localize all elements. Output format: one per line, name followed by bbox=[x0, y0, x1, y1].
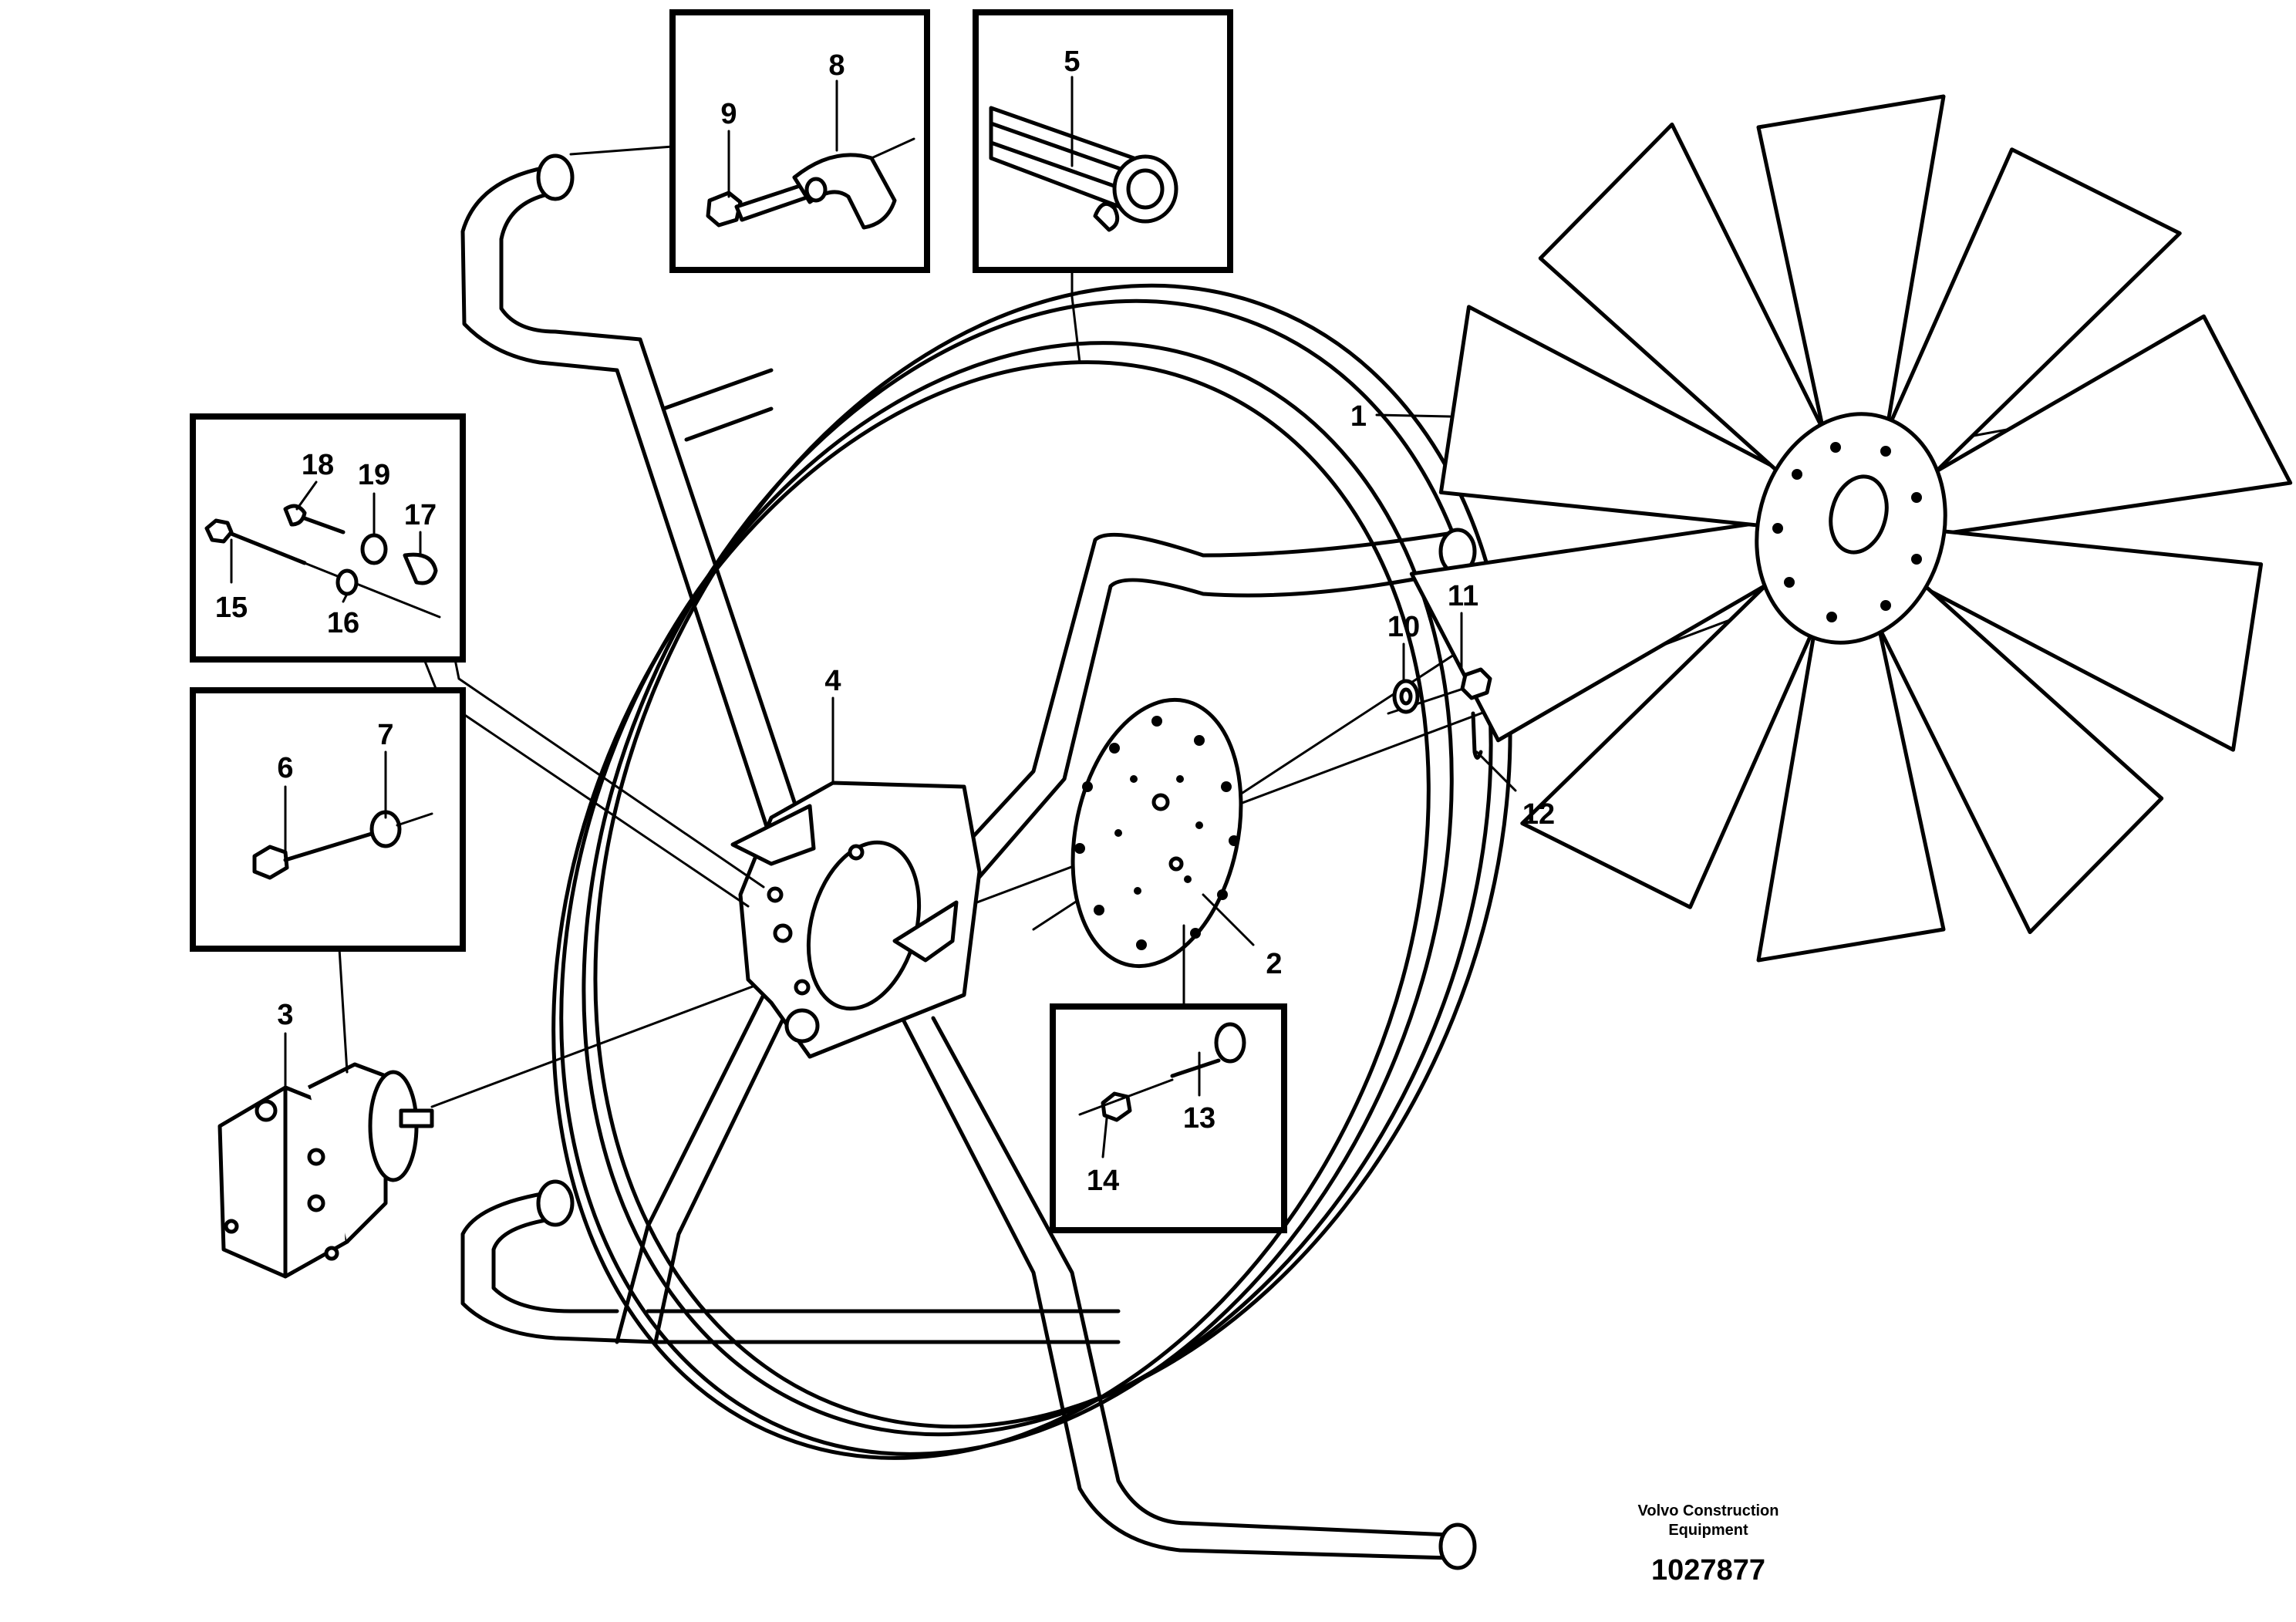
loose-fasteners bbox=[1392, 667, 1492, 760]
callout-2: 2 bbox=[1266, 948, 1282, 980]
inset-box-9-8 bbox=[569, 9, 930, 273]
fan-shroud-ring bbox=[551, 283, 1512, 1460]
callout-1: 1 bbox=[1350, 400, 1367, 433]
callout-4: 4 bbox=[824, 665, 841, 697]
callout-18: 18 bbox=[302, 449, 334, 481]
inset-box-5 bbox=[973, 9, 1233, 364]
company-name-line2: Equipment bbox=[1668, 1522, 1748, 1539]
callout-15: 15 bbox=[215, 592, 248, 624]
callout-14: 14 bbox=[1087, 1165, 1119, 1197]
callout-labels: 1 2 3 4 5 6 7 8 9 10 11 12 13 14 15 16 1… bbox=[215, 46, 1555, 1197]
inset-box-15-19 bbox=[190, 413, 765, 908]
callout-leader-lines bbox=[230, 76, 1517, 1158]
fan-blades bbox=[1411, 96, 2290, 960]
callout-5: 5 bbox=[1064, 46, 1080, 78]
callout-13: 13 bbox=[1183, 1102, 1215, 1135]
callout-9: 9 bbox=[720, 98, 737, 130]
callout-8: 8 bbox=[828, 49, 845, 82]
callout-17: 17 bbox=[404, 499, 437, 531]
callout-7: 7 bbox=[377, 719, 393, 751]
callout-19: 19 bbox=[358, 459, 390, 491]
company-name-line1: Volvo Construction bbox=[1638, 1502, 1779, 1519]
callout-3: 3 bbox=[277, 999, 293, 1031]
mounting-plate bbox=[730, 781, 982, 1059]
callout-12: 12 bbox=[1522, 798, 1555, 831]
footer-block: Volvo Construction Equipment 1027877 bbox=[1638, 1502, 1779, 1587]
hydraulic-motor bbox=[217, 1062, 434, 1279]
callout-16: 16 bbox=[327, 607, 359, 639]
inset-box-6-7 bbox=[190, 687, 466, 1074]
inset-box-13-14 bbox=[1050, 924, 1287, 1233]
callout-11: 11 bbox=[1448, 580, 1478, 612]
fan-hub-disc bbox=[1070, 697, 1243, 969]
callout-6: 6 bbox=[277, 752, 293, 784]
drawing-number: 1027877 bbox=[1651, 1554, 1765, 1587]
callout-10: 10 bbox=[1387, 611, 1420, 643]
